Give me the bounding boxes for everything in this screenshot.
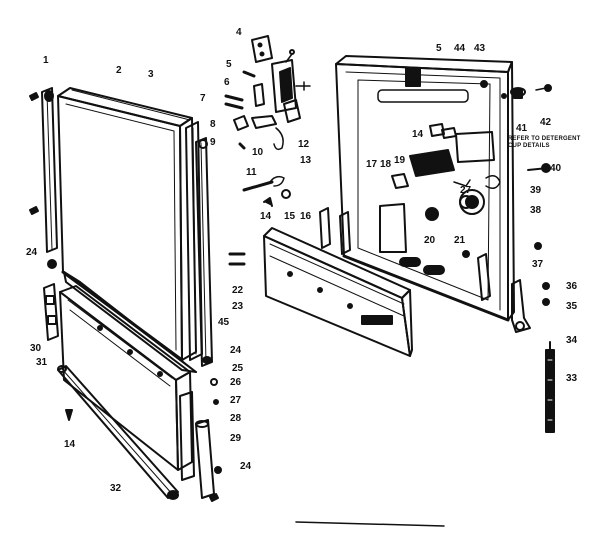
- inner-door-panel: [335, 55, 515, 322]
- detergent-cup-parts: [391, 123, 501, 258]
- callout-5-right: 5: [436, 43, 442, 54]
- callout-44: 44: [454, 43, 466, 54]
- callout-6: 6: [224, 77, 230, 88]
- callout-39: 39: [530, 185, 542, 196]
- callout-7: 7: [200, 93, 206, 104]
- callout-14-mid: 14: [260, 211, 272, 222]
- trim-strip-29: [195, 419, 215, 499]
- small-screw-left: [29, 92, 39, 215]
- callout-42: 42: [540, 117, 552, 128]
- callout-20: 20: [424, 235, 436, 246]
- callout-32: 32: [110, 483, 122, 494]
- callout-24-bottom: 24: [240, 461, 252, 472]
- callout-43: 43: [474, 43, 486, 54]
- callout-10: 10: [252, 147, 264, 158]
- hinge-bracket-left-30: [43, 283, 59, 341]
- callout-11: 11: [246, 167, 257, 178]
- door-channel-23: [263, 227, 413, 357]
- callout-34: 34: [566, 335, 578, 346]
- callout-18: 18: [380, 159, 392, 170]
- callout-35: 35: [566, 301, 578, 312]
- callout-17: 17: [366, 159, 378, 170]
- callout-8: 8: [210, 119, 216, 130]
- callout-26: 26: [230, 377, 242, 388]
- callout-14-top: 14: [412, 129, 424, 140]
- callout-23: 23: [232, 301, 244, 312]
- callout-25: 25: [232, 363, 244, 374]
- detergent-note-line1: REFER TO DETERGENT: [508, 136, 581, 142]
- callout-45: 45: [218, 317, 230, 328]
- screws-lower-left: [47, 259, 222, 502]
- latch-parts: [224, 35, 311, 207]
- callout-27-left: 27: [230, 395, 242, 406]
- callout-13: 13: [300, 155, 312, 166]
- callout-14-bottom: 14: [64, 439, 76, 450]
- callout-12: 12: [298, 139, 310, 150]
- callout-2: 2: [116, 65, 122, 76]
- side-trim-strip-left: [41, 87, 58, 253]
- callout-24-left: 24: [26, 247, 38, 258]
- callout-5-left: 5: [226, 59, 232, 70]
- callout-4: 4: [236, 27, 242, 38]
- bottom-trim-32: [57, 365, 179, 500]
- callout-30: 30: [30, 343, 42, 354]
- callout-40: 40: [550, 163, 562, 174]
- callout-27-right: 27: [460, 185, 472, 196]
- spring-clips-22: [228, 252, 246, 266]
- right-bracket-37: [477, 253, 491, 301]
- callout-41: 41: [516, 123, 528, 134]
- callout-19: 19: [394, 155, 406, 166]
- detergent-cup-detail-fitting: [510, 84, 552, 173]
- hinge-arm-34: [511, 279, 531, 333]
- kick-panel-31: [59, 285, 193, 471]
- callout-36: 36: [566, 281, 578, 292]
- callout-9: 9: [210, 137, 216, 148]
- callout-31: 31: [36, 357, 48, 368]
- spring-33: [545, 341, 555, 433]
- callout-29: 29: [230, 433, 242, 444]
- callout-33: 33: [566, 373, 578, 384]
- callout-15: 15: [284, 211, 296, 222]
- callout-22: 22: [232, 285, 244, 296]
- callout-21: 21: [454, 235, 466, 246]
- detergent-note-line2: CUP DETAILS: [508, 143, 550, 149]
- callout-37: 37: [532, 259, 544, 270]
- kick-plate-trim-28: [179, 391, 195, 481]
- callout-38: 38: [530, 205, 542, 216]
- callout-24-mid: 24: [230, 345, 242, 356]
- callout-28: 28: [230, 413, 242, 424]
- callout-1: 1: [43, 55, 49, 66]
- signature-line: [295, 521, 445, 527]
- small-fasteners-right: [534, 242, 550, 306]
- callout-16: 16: [300, 211, 312, 222]
- side-trim-strip-right: [195, 137, 213, 367]
- hinge-bracket-16: [319, 207, 351, 255]
- callout-3: 3: [148, 69, 154, 80]
